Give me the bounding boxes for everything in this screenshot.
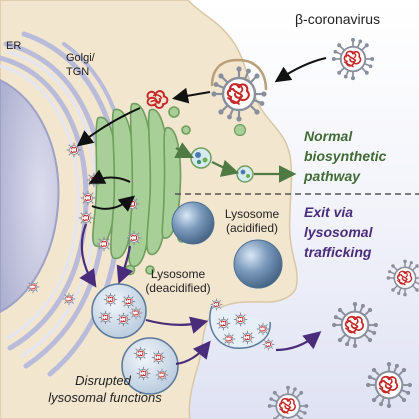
lysosomal-pathway-arrows [79, 223, 322, 366]
golgi-virion [126, 230, 142, 246]
golgi-virion [96, 236, 112, 252]
lysosomal-exit-line1: Exit via [304, 204, 354, 220]
normal-pathway-arrows [174, 142, 297, 183]
disrupted-lysosome [121, 337, 179, 395]
er-virion [62, 292, 76, 306]
secretory-vesicles [190, 123, 254, 183]
exocytic-lysosome [209, 305, 271, 349]
disrupted-label-line1: Disrupted [75, 373, 131, 388]
normal-pathway-line2: biosynthetic [304, 148, 387, 164]
disrupted-label-line2: lysosomal functions [48, 390, 162, 405]
golgi-label-line1: Golgi/ [66, 52, 95, 64]
nucleus [0, 78, 60, 314]
normal-pathway-line1: Normal [304, 128, 353, 144]
lysosomal-exit-line3: trafficking [304, 244, 372, 260]
acidified-lysosome [233, 239, 283, 289]
er-virion [80, 190, 96, 206]
acidified-lysosome-label-line1: Lysosome [224, 207, 280, 221]
acidified-lysosome [171, 201, 215, 245]
er-virion [78, 210, 94, 226]
er-label: ER [6, 40, 22, 52]
normal-pathway-line3: pathway [304, 168, 361, 184]
deacidified-lysosome-label-line1: Lysosome [150, 267, 206, 281]
released-virion [331, 301, 379, 349]
released-virion [365, 361, 413, 409]
er-virion [26, 280, 40, 294]
lysosomal-exit-line2: lysosomal [304, 224, 373, 240]
golgi-label-line2: TGN [66, 66, 90, 78]
er-virion [66, 142, 82, 158]
extracellular-virion [330, 36, 376, 82]
virus-label: β-coronavirus [295, 11, 381, 27]
entry-arrows [76, 57, 327, 212]
entering-virion [210, 65, 268, 123]
acidified-lysosome-label-line2: (acidified) [225, 221, 279, 235]
deacidified-lysosome-label-line2: (deacidified) [145, 281, 211, 295]
